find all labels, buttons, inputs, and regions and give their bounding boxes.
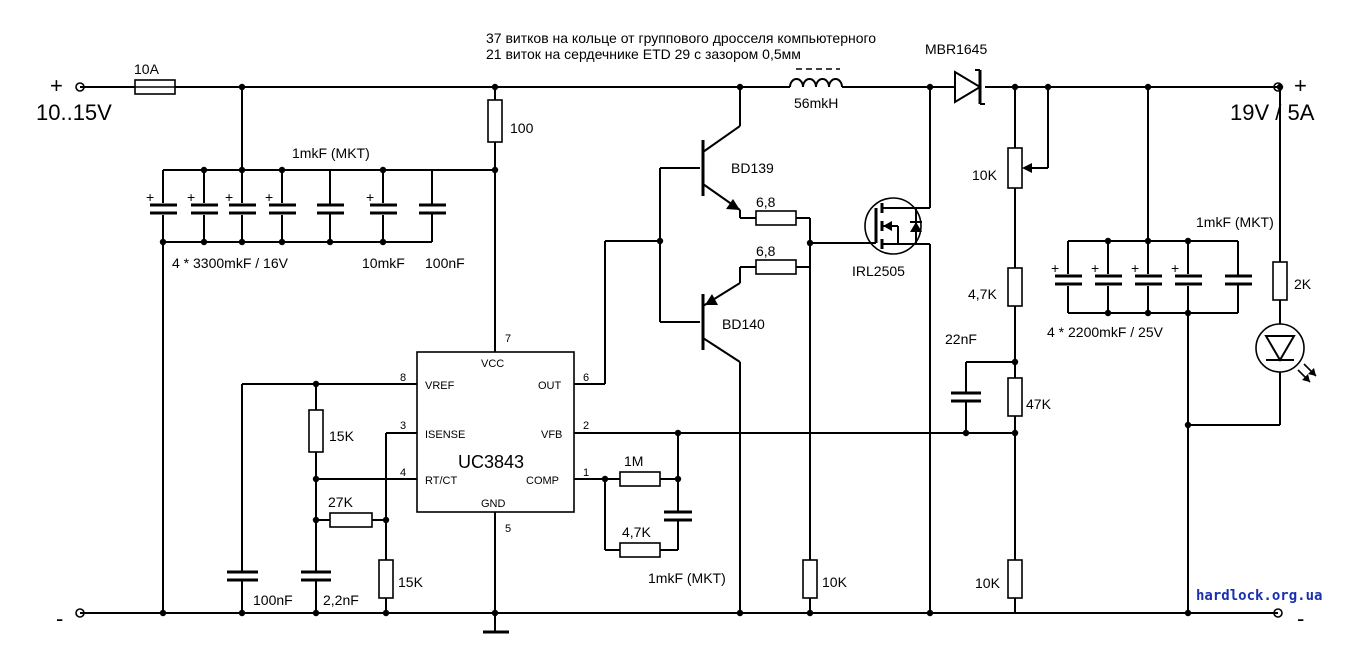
r27k-label: 27K: [328, 494, 354, 510]
ic-rtct: RT/CT: [425, 475, 457, 487]
ic-out: OUT: [538, 380, 562, 392]
input-voltage-label: 10..15V: [36, 100, 112, 125]
input-minus-terminal: [75, 608, 85, 618]
r10k-gate-label: 10K: [822, 574, 848, 590]
mosfet-label: IRL2505: [852, 263, 905, 279]
input-minus-label: -: [56, 606, 63, 631]
svg-text:+: +: [146, 189, 154, 205]
input-100nf-label: 100nF: [425, 255, 465, 271]
r-gate2-label: 6,8: [756, 243, 776, 259]
diode-label: MBR1645: [925, 41, 987, 57]
ic-comp: COMP: [526, 475, 559, 487]
schottky-diode: [926, 69, 985, 105]
output-minus-label: -: [1297, 606, 1304, 631]
input-mkt-label: 1mkF (MKT): [292, 145, 370, 161]
input-plus-terminal: [75, 82, 85, 92]
mosfet-irl2505: [864, 87, 934, 617]
ic-name: UC3843: [458, 452, 524, 472]
feedback-divider: [951, 83, 1052, 613]
bd139-label: BD139: [731, 160, 774, 176]
ic-vref: VREF: [425, 380, 455, 392]
input-electrolytic-label: 4 * 3300mkF / 16V: [172, 255, 289, 271]
winding-note-1: 37 витков на кольце от группового дроссе…: [486, 30, 876, 46]
r4k7-comp-label: 4,7K: [622, 524, 651, 540]
out-to-bases: [574, 167, 700, 385]
ic-pin-6: 6: [583, 372, 589, 384]
input-cap-10mkf: +: [366, 170, 397, 242]
ic-pin-1: 1: [583, 467, 589, 479]
c-comp-label: 1mkF (MKT): [648, 570, 726, 586]
output-mkt-label: 1mkF (MKT): [1196, 214, 1274, 230]
ic-uc3843: [416, 351, 575, 617]
svg-text:+: +: [366, 189, 374, 205]
gate-node: [802, 218, 868, 617]
pot10k-label: 10K: [972, 167, 998, 183]
led-indicator: [1188, 83, 1317, 426]
r10k-bottom-label: 10K: [975, 575, 1001, 591]
ic-pin-2: 2: [583, 420, 589, 432]
vref-network: [159, 380, 417, 617]
c22n-label: 22nF: [945, 331, 977, 347]
site-watermark: hardlock.org.ua: [1196, 588, 1322, 604]
svg-text:+: +: [1091, 260, 1099, 276]
output-electrolytic-caps: + + + +: [1051, 241, 1202, 313]
ic-pin-4: 4: [400, 467, 406, 479]
transistor-bd140: [701, 259, 810, 617]
output-minus-terminal: [1273, 608, 1283, 618]
r15k-isense-label: 15K: [398, 574, 424, 590]
fuse: [134, 79, 176, 95]
fuse-label: 10A: [134, 61, 160, 77]
svg-text:+: +: [187, 189, 195, 205]
ic-pin-8: 8: [400, 372, 406, 384]
r2k-label: 2K: [1294, 276, 1312, 292]
ic-pin-5: 5: [505, 523, 511, 535]
input-cap-100nf: [419, 170, 446, 242]
inductor: [789, 68, 843, 88]
r15k-vref-label: 15K: [329, 428, 355, 444]
input-cap-dots: [159, 83, 387, 246]
ic-pin-3: 3: [400, 420, 406, 432]
ic-pin-7: 7: [505, 333, 511, 345]
svg-text:+: +: [225, 189, 233, 205]
transistor-bd139: [701, 83, 810, 226]
svg-text:+: +: [265, 189, 273, 205]
vcc-resistor: [432, 83, 503, 352]
output-electrolytic-label: 4 * 2200mkF / 25V: [1047, 324, 1164, 340]
winding-note-2: 21 виток на сердечнике ETD 29 с зазором …: [486, 46, 801, 62]
svg-text:+: +: [1051, 260, 1059, 276]
ic-vcc: VCC: [481, 358, 504, 370]
c100n-vref-label: 100nF: [253, 592, 293, 608]
input-cap-bank: [162, 87, 432, 613]
input-electrolytic-caps: + + + +: [146, 170, 296, 242]
output-film-cap: [1225, 241, 1252, 313]
r100-label: 100: [510, 120, 534, 136]
output-voltage-label: 19V / 5A: [1230, 100, 1315, 125]
r-gate1-label: 6,8: [756, 194, 776, 210]
output-plus-label: +: [1294, 73, 1307, 98]
r1m-label: 1M: [624, 453, 643, 469]
input-10mkf-label: 10mkF: [362, 255, 405, 271]
r4k7-fb-label: 4,7K: [968, 286, 997, 302]
inductor-label: 56mkH: [794, 95, 838, 111]
input-plus-label: +: [50, 73, 63, 98]
svg-text:+: +: [1131, 260, 1139, 276]
svg-text:+: +: [1171, 260, 1179, 276]
ic-gnd: GND: [481, 498, 506, 510]
output-cap-bank: [1068, 83, 1238, 617]
ic-isense: ISENSE: [425, 429, 465, 441]
input-film-cap: [317, 170, 344, 242]
bd140-label: BD140: [722, 316, 765, 332]
comp-network: [574, 429, 1015, 558]
c2n2-label: 2,2nF: [323, 592, 359, 608]
r47k-label: 47K: [1026, 396, 1052, 412]
ic-vfb: VFB: [541, 429, 562, 441]
